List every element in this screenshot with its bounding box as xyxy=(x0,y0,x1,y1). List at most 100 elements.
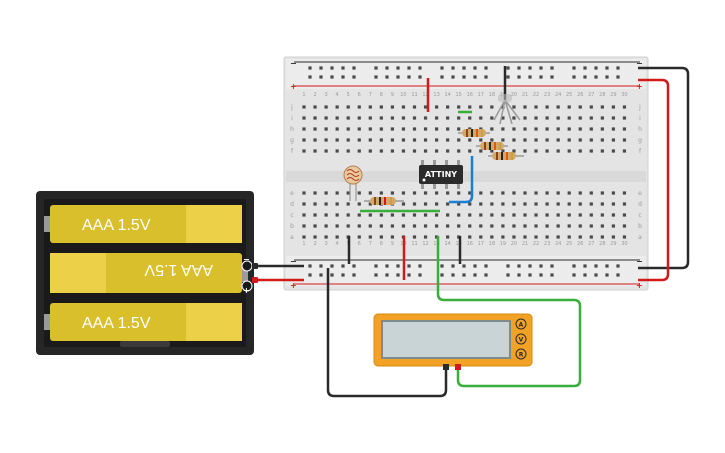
multimeter-green-probe-wire[interactable] xyxy=(436,236,582,388)
terminal-hole[interactable] xyxy=(567,138,571,142)
rail-hole[interactable] xyxy=(319,273,323,277)
terminal-hole[interactable] xyxy=(567,235,571,239)
terminal-hole[interactable] xyxy=(446,202,450,206)
terminal-hole[interactable] xyxy=(479,138,483,142)
resistor-1[interactable] xyxy=(458,129,490,137)
rail-hole[interactable] xyxy=(385,264,389,268)
rail-hole[interactable] xyxy=(594,264,598,268)
terminal-hole[interactable] xyxy=(446,191,450,195)
terminal-hole[interactable] xyxy=(313,191,317,195)
terminal-hole[interactable] xyxy=(589,105,593,109)
terminal-hole[interactable] xyxy=(401,191,406,195)
terminal-hole[interactable] xyxy=(379,149,383,153)
terminal-hole[interactable] xyxy=(622,127,627,131)
terminal-hole[interactable] xyxy=(368,105,372,109)
terminal-hole[interactable] xyxy=(313,105,317,109)
rail-hole[interactable] xyxy=(473,273,477,277)
terminal-hole[interactable] xyxy=(556,224,560,228)
terminal-hole[interactable] xyxy=(512,127,516,131)
terminal-hole[interactable] xyxy=(578,105,582,109)
terminal-hole[interactable] xyxy=(589,191,593,195)
terminal-hole[interactable] xyxy=(302,224,306,228)
rail-hole[interactable] xyxy=(308,264,312,268)
rail-hole[interactable] xyxy=(583,273,587,277)
terminal-hole[interactable] xyxy=(368,191,372,195)
terminal-hole[interactable] xyxy=(490,213,494,217)
terminal-hole[interactable] xyxy=(423,224,428,228)
terminal-hole[interactable] xyxy=(435,127,439,131)
terminal-hole[interactable] xyxy=(501,224,505,228)
terminal-hole[interactable] xyxy=(512,105,516,109)
terminal-hole[interactable] xyxy=(423,202,428,206)
attiny-chip[interactable]: ATTINY xyxy=(419,160,463,189)
terminal-hole[interactable] xyxy=(313,127,317,131)
terminal-hole[interactable] xyxy=(545,213,549,217)
terminal-hole[interactable] xyxy=(324,235,328,239)
terminal-hole[interactable] xyxy=(600,213,604,217)
terminal-hole[interactable] xyxy=(346,105,350,109)
terminal-hole[interactable] xyxy=(523,138,527,142)
terminal-hole[interactable] xyxy=(523,224,527,228)
rail-hole[interactable] xyxy=(396,264,400,268)
terminal-hole[interactable] xyxy=(501,213,505,217)
terminal-hole[interactable] xyxy=(556,127,560,131)
terminal-hole[interactable] xyxy=(512,149,516,153)
terminal-hole[interactable] xyxy=(611,127,615,131)
terminal-hole[interactable] xyxy=(335,127,339,131)
terminal-hole[interactable] xyxy=(335,116,339,120)
rail-hole[interactable] xyxy=(484,66,488,70)
terminal-hole[interactable] xyxy=(479,149,483,153)
terminal-hole[interactable] xyxy=(401,202,406,206)
rail-hole[interactable] xyxy=(440,273,444,277)
terminal-hole[interactable] xyxy=(567,116,571,120)
terminal-hole[interactable] xyxy=(622,105,627,109)
rail-hole[interactable] xyxy=(605,264,609,268)
terminal-hole[interactable] xyxy=(457,149,461,153)
terminal-hole[interactable] xyxy=(401,213,406,217)
terminal-hole[interactable] xyxy=(611,213,615,217)
rail-hole[interactable] xyxy=(308,66,312,70)
rail-hole[interactable] xyxy=(594,66,598,70)
terminal-hole[interactable] xyxy=(567,149,571,153)
terminal-hole[interactable] xyxy=(589,213,593,217)
terminal-hole[interactable] xyxy=(302,213,306,217)
terminal-hole[interactable] xyxy=(523,116,527,120)
rail-hole[interactable] xyxy=(550,75,554,79)
terminal-hole[interactable] xyxy=(567,224,571,228)
blue-jumper-wire[interactable] xyxy=(449,156,474,204)
rail-hole[interactable] xyxy=(462,75,466,79)
rail-hole[interactable] xyxy=(583,66,587,70)
terminal-hole[interactable] xyxy=(423,149,428,153)
terminal-hole[interactable] xyxy=(379,138,383,142)
terminal-hole[interactable] xyxy=(390,138,394,142)
terminal-hole[interactable] xyxy=(435,116,439,120)
terminal-hole[interactable] xyxy=(446,127,450,131)
terminal-hole[interactable] xyxy=(578,235,582,239)
terminal-hole[interactable] xyxy=(423,105,428,109)
rail-hole[interactable] xyxy=(352,66,356,70)
terminal-hole[interactable] xyxy=(534,224,538,228)
terminal-hole[interactable] xyxy=(368,127,372,131)
terminal-hole[interactable] xyxy=(479,213,483,217)
multimeter[interactable]: A V R xyxy=(373,313,533,370)
rail-hole[interactable] xyxy=(396,75,400,79)
terminal-hole[interactable] xyxy=(589,224,593,228)
terminal-hole[interactable] xyxy=(390,224,394,228)
terminal-hole[interactable] xyxy=(401,116,406,120)
terminal-hole[interactable] xyxy=(600,191,604,195)
terminal-hole[interactable] xyxy=(545,116,549,120)
rail-hole[interactable] xyxy=(616,75,620,79)
rail-hole[interactable] xyxy=(473,264,477,268)
rail-hole[interactable] xyxy=(506,66,510,70)
terminal-hole[interactable] xyxy=(600,138,604,142)
terminal-hole[interactable] xyxy=(501,202,505,206)
terminal-hole[interactable] xyxy=(335,149,339,153)
terminal-hole[interactable] xyxy=(534,235,538,239)
terminal-hole[interactable] xyxy=(423,191,428,195)
terminal-hole[interactable] xyxy=(622,116,627,120)
terminal-hole[interactable] xyxy=(335,191,339,195)
rail-hole[interactable] xyxy=(352,273,356,277)
terminal-hole[interactable] xyxy=(578,213,582,217)
rail-hole[interactable] xyxy=(528,264,532,268)
terminal-hole[interactable] xyxy=(346,138,350,142)
